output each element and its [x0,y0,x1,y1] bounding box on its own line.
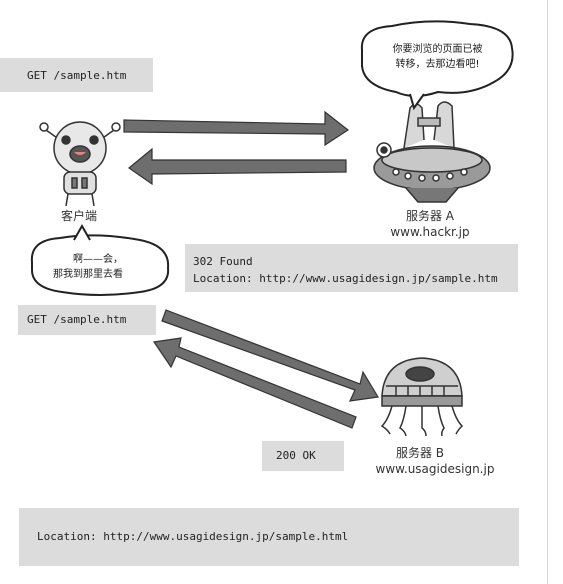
server-a-speech-line-1: 你要浏览的页面已被 [392,44,483,55]
server-a-host: www.hackr.jp [390,225,470,239]
client-robot-illustration [39,121,121,207]
server-b-host: www.usagidesign.jp [375,462,495,476]
client-speech-bubble [30,223,170,296]
server-a-ufo-illustration [373,101,491,203]
client-speech-line-2: 那我到那里去看 [53,269,123,280]
arrow-request-to-server-a [123,110,350,147]
arrow-response-to-client [152,337,357,429]
client-label: 客户端 [60,209,97,223]
server-a-speech-bubble [360,20,514,111]
request-1-box: GET /sample.htm [0,58,153,92]
server-b-robot-illustration [380,357,464,437]
arrow-request-to-server-b [161,309,379,402]
redirect-response-box: 302 Found Location: http://www.usagidesi… [185,244,518,292]
ok-response-text: 200 OK [276,449,316,462]
server-a-name: 服务器 A [405,209,455,223]
page-edge-rule [547,0,548,584]
client-speech-text: 啊——会， 那我到那里去看 [45,252,155,282]
server-b-name: 服务器 B [395,446,445,460]
request-1-text: GET /sample.htm [27,69,127,82]
ok-response-box: 200 OK [262,441,344,471]
final-location-box: Location: http://www.usagidesign.jp/samp… [19,508,519,566]
redirect-location-text: Location: http://www.usagidesign.jp/samp… [193,272,498,285]
server-a-speech-text: 你要浏览的页面已被 转移，去那边看吧! [370,42,505,72]
arrow-redirect-to-client [128,147,347,186]
final-location-text: Location: http://www.usagidesign.jp/samp… [37,530,349,543]
client-speech-line-1: 啊——会， [73,254,123,265]
request-2-box: GET /sample.htm [18,305,156,335]
request-2-text: GET /sample.htm [27,313,127,326]
redirect-status-text: 302 Found [193,255,253,268]
server-a-speech-line-2: 转移，去那边看吧! [395,59,480,70]
